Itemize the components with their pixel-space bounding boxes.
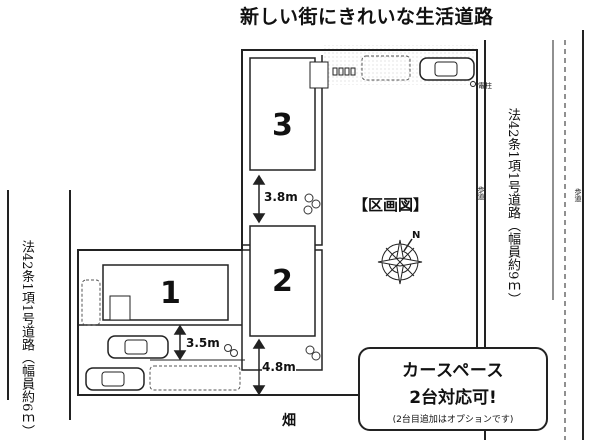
dimension-lot2: 4.8m <box>262 360 296 374</box>
building-1-annex <box>109 295 131 321</box>
car-outline-west <box>81 279 101 326</box>
promo-line1: カースペース <box>401 361 505 381</box>
entrance-box <box>309 61 329 89</box>
south-field-label: 畑 <box>282 413 296 429</box>
shrubs <box>224 193 321 361</box>
car-space-promo: カースペース 2台対応可! (2台目追加はオプションです) <box>358 347 548 431</box>
bike-racks <box>332 67 356 76</box>
car-outline-south <box>149 365 241 391</box>
dimension-lot1: 3.5m <box>186 336 220 350</box>
diagram-title: 【区画図】 <box>353 196 429 214</box>
lot-number-2: 2 <box>272 264 293 299</box>
car-outline-dashed <box>361 55 411 81</box>
promo-note: (2台目追加はオプションです) <box>392 415 514 425</box>
building-2 <box>249 225 316 337</box>
headline: 新しい街にきれいな生活道路 <box>240 6 494 28</box>
promo-line2: 2台対応可! <box>409 388 497 408</box>
compass-icon <box>377 238 423 285</box>
utility-pole-label: 電柱 <box>478 82 492 90</box>
lot-number-3: 3 <box>272 108 293 143</box>
sidewalk-label-east: 歩道 <box>574 188 582 202</box>
utility-pole-icon <box>470 81 476 87</box>
east-road-label: 法42条1項1号道路（幅員約9ｍ） <box>505 108 520 306</box>
car-icon-lot1-lower <box>85 367 145 391</box>
car-icon-lot1-upper <box>107 335 169 359</box>
lot-number-1: 1 <box>160 276 181 311</box>
dimension-arrows <box>173 174 266 396</box>
sidewalk-label-west: 歩道 <box>477 186 485 200</box>
dimension-lot3: 3.8m <box>264 190 298 204</box>
west-road-label: 法42条1項1号道路（幅員約6ｍ） <box>19 240 34 438</box>
compass-label: N <box>412 230 421 241</box>
car-icon-top <box>419 57 475 81</box>
building-3 <box>249 57 316 171</box>
